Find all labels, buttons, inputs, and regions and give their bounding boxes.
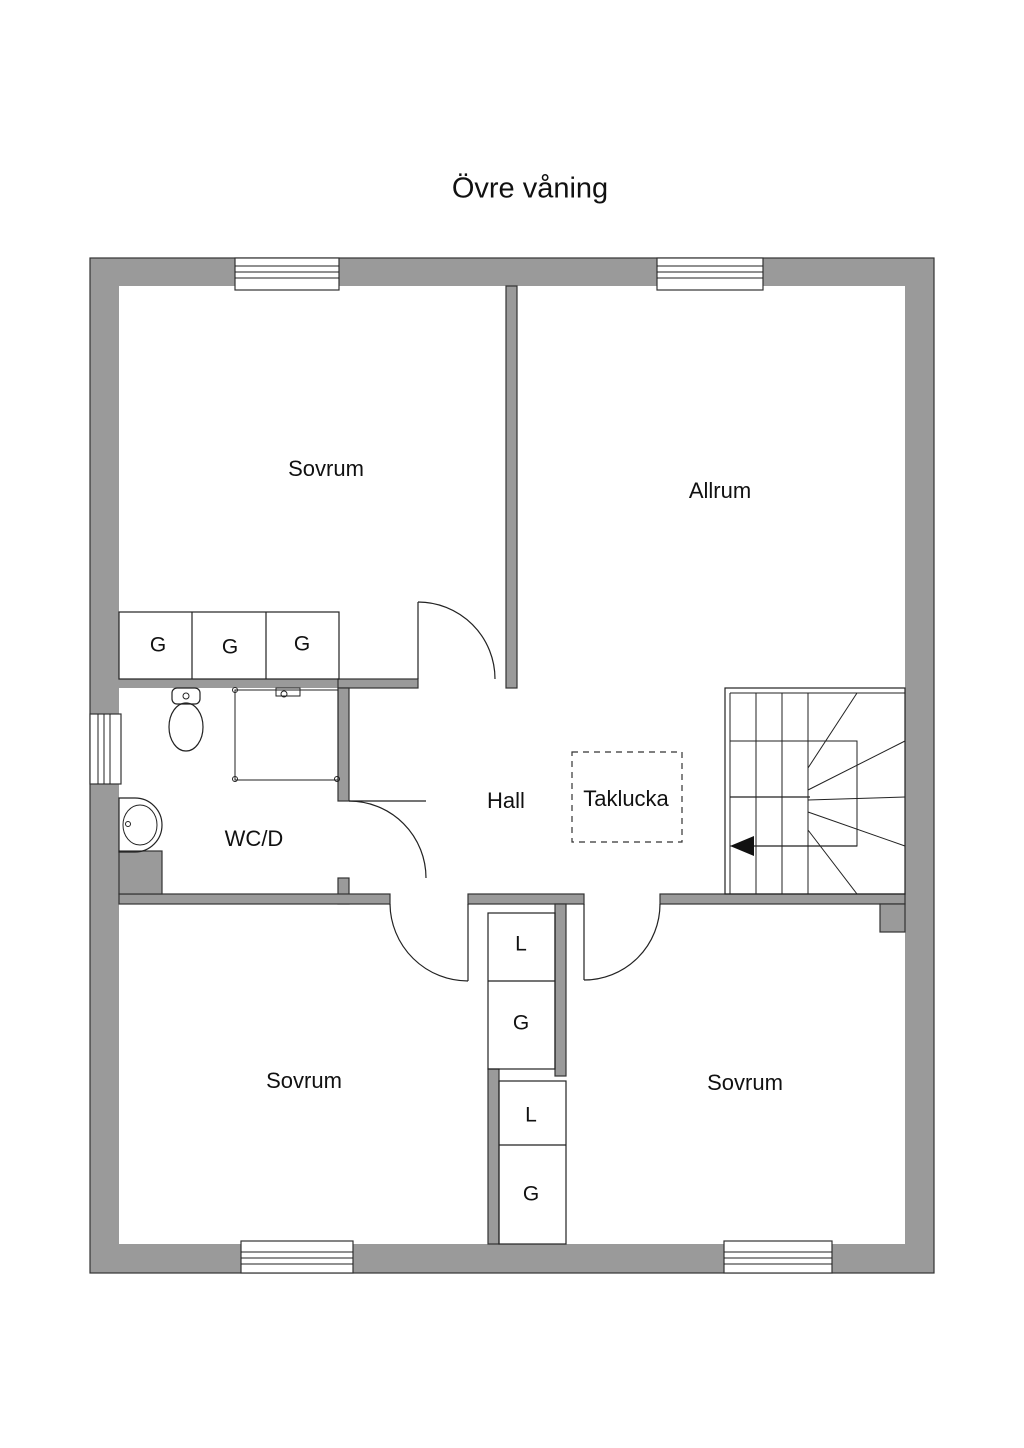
plan-title: Övre våning [452, 173, 608, 205]
attic-hatch-label: Taklucka [583, 786, 669, 811]
room-label-family-room: Allrum [689, 478, 751, 503]
room-floors [119, 286, 905, 1244]
sink-icon [118, 797, 163, 853]
windows [89, 257, 833, 1274]
toilet-icon [168, 687, 204, 752]
linen-closet-label: L [525, 1104, 537, 1127]
wardrobe-label: G [513, 1012, 529, 1035]
wardrobe-label: G [523, 1183, 539, 1206]
room-label-bedroom: Sovrum [266, 1068, 342, 1093]
window-wc [89, 713, 122, 785]
room-label-bedroom: Sovrum [707, 1070, 783, 1095]
stair-arrow-icon [730, 836, 754, 856]
doors [348, 601, 661, 982]
wardrobe-label: G [222, 636, 238, 659]
window-top-right [656, 257, 764, 291]
interior-walls [118, 285, 906, 1245]
attic-hatch-outline [571, 751, 683, 843]
shower-icon [232, 687, 340, 782]
door-bedroom-bottom-left [389, 903, 469, 982]
wardrobe-label: G [150, 634, 166, 657]
window-bottom-left [240, 1240, 354, 1274]
room-label-wc: WC/D [225, 826, 284, 851]
staircase [724, 687, 906, 895]
wardrobe-label: G [294, 633, 310, 656]
door-bedroom-top-left [417, 601, 496, 680]
room-label-bedroom: Sovrum [288, 456, 364, 481]
door-bedroom-bottom-right [583, 903, 661, 981]
closet-column [487, 912, 567, 1245]
linen-closet-label: L [515, 933, 527, 956]
window-bottom-right [723, 1240, 833, 1274]
window-top-left [234, 257, 340, 291]
door-wc [348, 800, 427, 879]
room-label-hall: Hall [487, 788, 525, 813]
wardrobe-row [118, 611, 340, 680]
